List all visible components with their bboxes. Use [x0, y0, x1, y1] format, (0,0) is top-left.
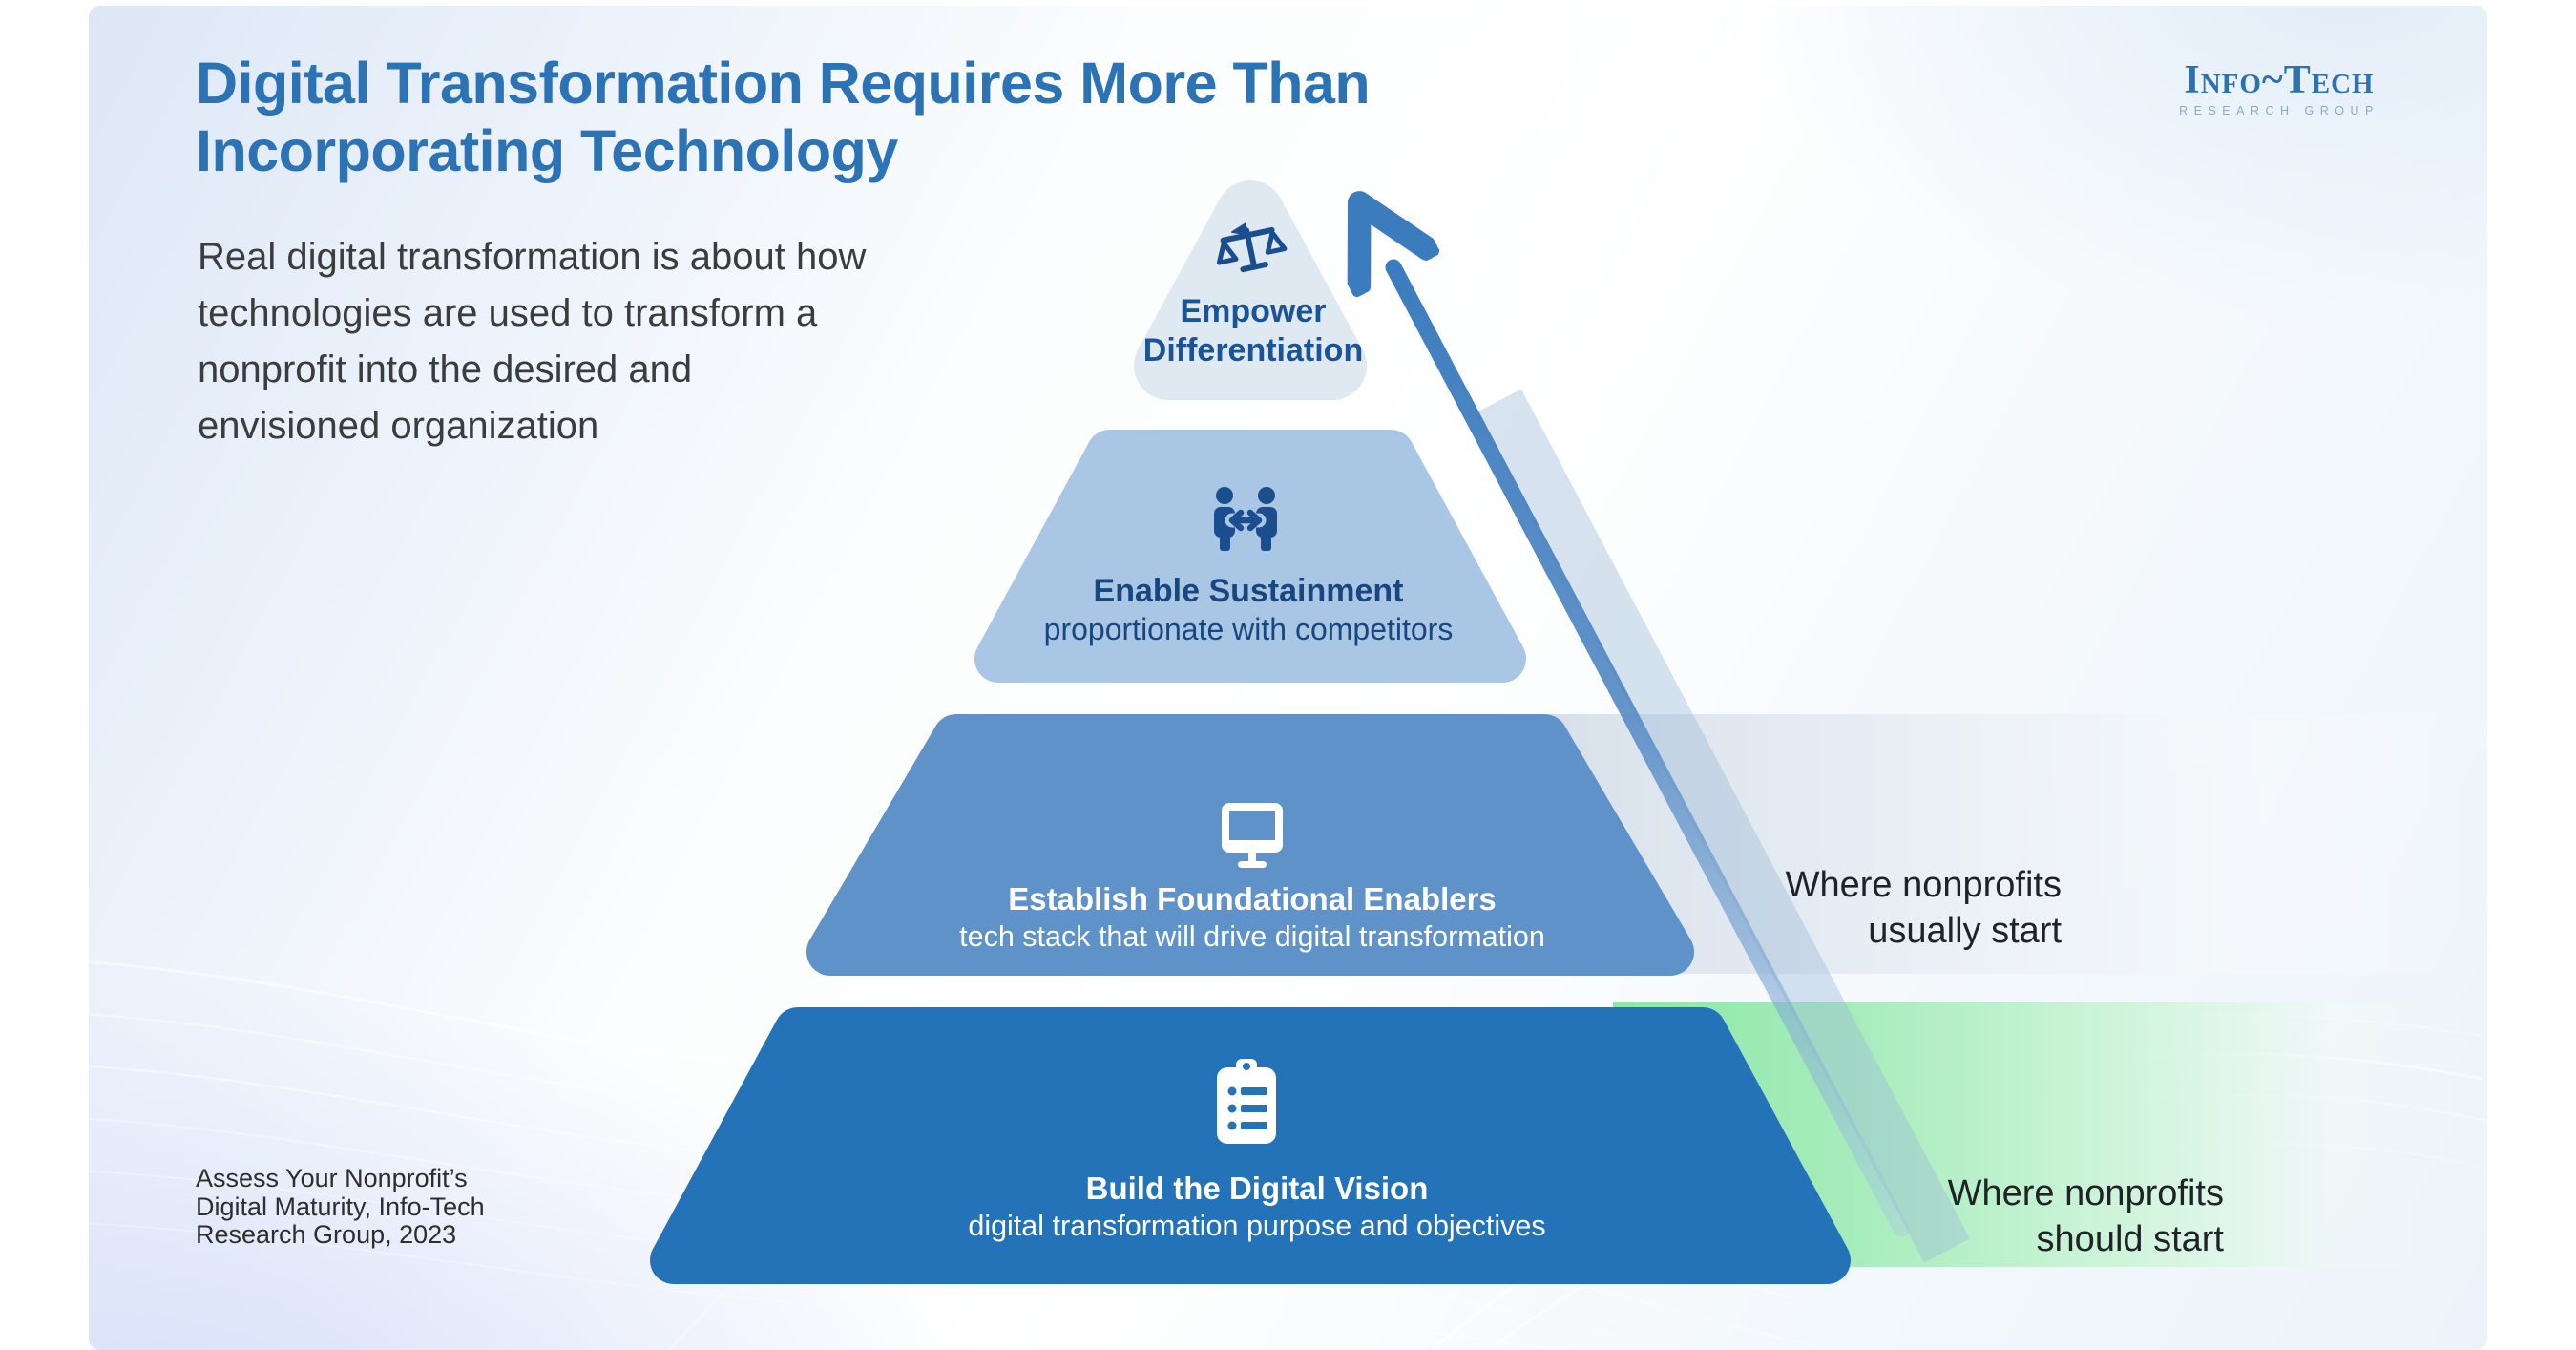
pyramid-level-4-text: Build the Digital Vision digital transfo… [780, 1169, 1734, 1243]
source-citation: Assess Your Nonprofit’s Digital Maturity… [196, 1164, 485, 1249]
clipboard-icon [1217, 1059, 1276, 1144]
pyramid-level-1-text: Empower Differentiation [1096, 292, 1411, 370]
pyramid-level-1-shape [1134, 180, 1367, 400]
pyramid-level-2-text: Enable Sustainment proportionate with co… [957, 571, 1539, 647]
level-2-label: Enable Sustainment [1093, 573, 1404, 609]
people-exchange-icon [1214, 487, 1277, 551]
infotech-logo-tagline: RESEARCH GROUP [2179, 104, 2379, 117]
level-2-sublabel: proportionate with competitors [1043, 612, 1454, 646]
annotation-should-start: Where nonprofits should start [1947, 1173, 2224, 1259]
page-title-line2: Incorporating Technology [196, 118, 898, 183]
pyramid-level-3-text: Establish Foundational Enablers tech sta… [870, 879, 1634, 954]
ascent-arrow [1393, 267, 1910, 1237]
infotech-logo-wordmark: Info~Tech [2184, 58, 2375, 102]
intro-paragraph: Real digital transformation is about how… [198, 236, 867, 447]
level-4-sublabel: digital transformation purpose and objec… [968, 1210, 1546, 1242]
monitor-icon [1222, 803, 1283, 868]
level-4-label: Build the Digital Vision [1085, 1171, 1429, 1206]
level-1-label: Empower Differentiation [1142, 293, 1364, 369]
level-3-label: Establish Foundational Enablers [1008, 881, 1497, 917]
page-title: Digital Transformation Requires More Tha… [196, 50, 1685, 185]
annotation-usually-start: Where nonprofits usually start [1785, 865, 2062, 951]
page-title-line1: Digital Transformation Requires More Tha… [196, 51, 1371, 116]
ascent-arrow-glow [1476, 389, 1970, 1263]
pyramid-level-4-shape [650, 1007, 1851, 1284]
scales-icon [1216, 222, 1288, 273]
level-3-sublabel: tech stack that will drive digital trans… [959, 920, 1545, 953]
infotech-logo: Info~Tech RESEARCH GROUP [2159, 59, 2399, 117]
pyramid-level-2-shape [974, 430, 1526, 683]
